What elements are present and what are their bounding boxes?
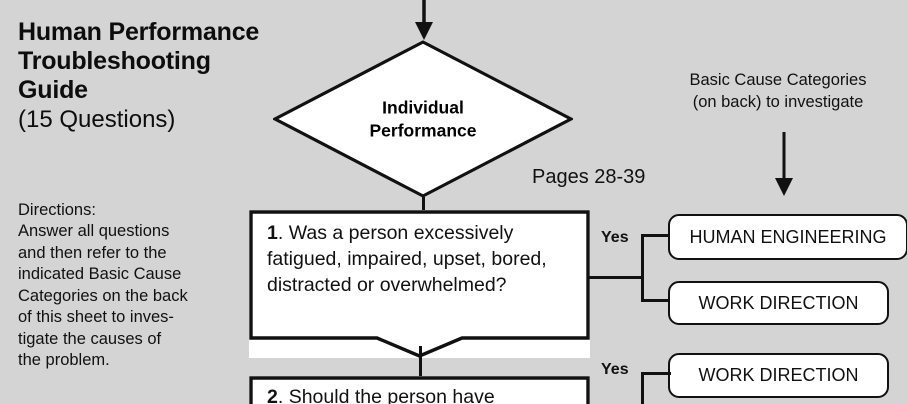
yes-label-question-1: Yes (601, 229, 629, 246)
question-text: . Should the person have (277, 386, 495, 404)
connector-diamond-to-question-1 (421, 197, 425, 211)
question-number: 1 (267, 222, 278, 244)
directions-line: Answer all questions (18, 222, 170, 241)
directions-line: indicated Basic Cause (18, 265, 182, 284)
question-text: . Was a person excessively fatigued, imp… (267, 222, 547, 296)
question-box-1-text: 1. Was a person excessively fatigued, im… (267, 221, 578, 299)
title-line-2: Troubleshooting (18, 47, 211, 75)
question-number: 2 (267, 386, 278, 404)
directions-line: tigate the causes of (18, 329, 162, 348)
connector-to-work-direction-2 (641, 372, 671, 375)
arrow-down-icon (415, 0, 433, 40)
connector-question-1-yes-trunk (641, 234, 644, 302)
cause-box-work-direction-2[interactable]: WORK DIRECTION (668, 353, 889, 398)
basic-cause-categories-header: Basic Cause Categories (on back) to inve… (663, 70, 893, 114)
question-box-1: 1. Was a person excessively fatigued, im… (249, 210, 590, 358)
title-line-1: Human Performance (18, 18, 260, 46)
cause-box-label: WORK DIRECTION (698, 365, 859, 385)
title-line-3: Guide (18, 76, 88, 104)
cause-box-human-engineering[interactable]: HUMAN ENGINEERING (668, 214, 907, 260)
bcc-header-line-1: Basic Cause Categories (689, 71, 867, 89)
connector-to-human-engineering (641, 234, 671, 237)
decision-diamond-individual-performance: Individual Performance (273, 40, 573, 198)
page-title: Human Performance Troubleshooting Guide … (18, 18, 268, 135)
cause-box-label: HUMAN ENGINEERING (689, 226, 887, 247)
connector-question-1-yes (588, 275, 644, 279)
title-subtitle: (15 Questions) (18, 106, 176, 133)
pages-label: Pages 28-39 (532, 166, 646, 188)
cause-box-label: WORK DIRECTION (698, 292, 859, 313)
diamond-outline (273, 40, 573, 198)
question-box-2-text: 2. Should the person have (267, 385, 578, 404)
directions-line: of this sheet to inves- (18, 308, 174, 327)
directions-line: and then refer to the (18, 243, 167, 262)
yes-label-question-2: Yes (601, 361, 629, 378)
cause-box-work-direction-1[interactable]: WORK DIRECTION (668, 281, 889, 325)
question-box-1-outline (249, 210, 590, 358)
bcc-header-line-2: (on back) to investigate (692, 92, 864, 111)
question-box-2: 2. Should the person have (249, 376, 590, 404)
directions-heading: Directions: (18, 201, 96, 219)
connector-question-2-yes-trunk (641, 372, 644, 404)
question-box-2-outline (249, 376, 590, 404)
arrow-down-icon (775, 132, 793, 196)
connector-to-work-direction-1 (641, 299, 671, 302)
directions-line: the problem. (18, 351, 110, 370)
directions-block: Directions: Answer all questions and the… (18, 200, 236, 372)
connector-question-1-no-to-question-2 (419, 346, 422, 378)
directions-line: Categories on the back (18, 286, 188, 305)
